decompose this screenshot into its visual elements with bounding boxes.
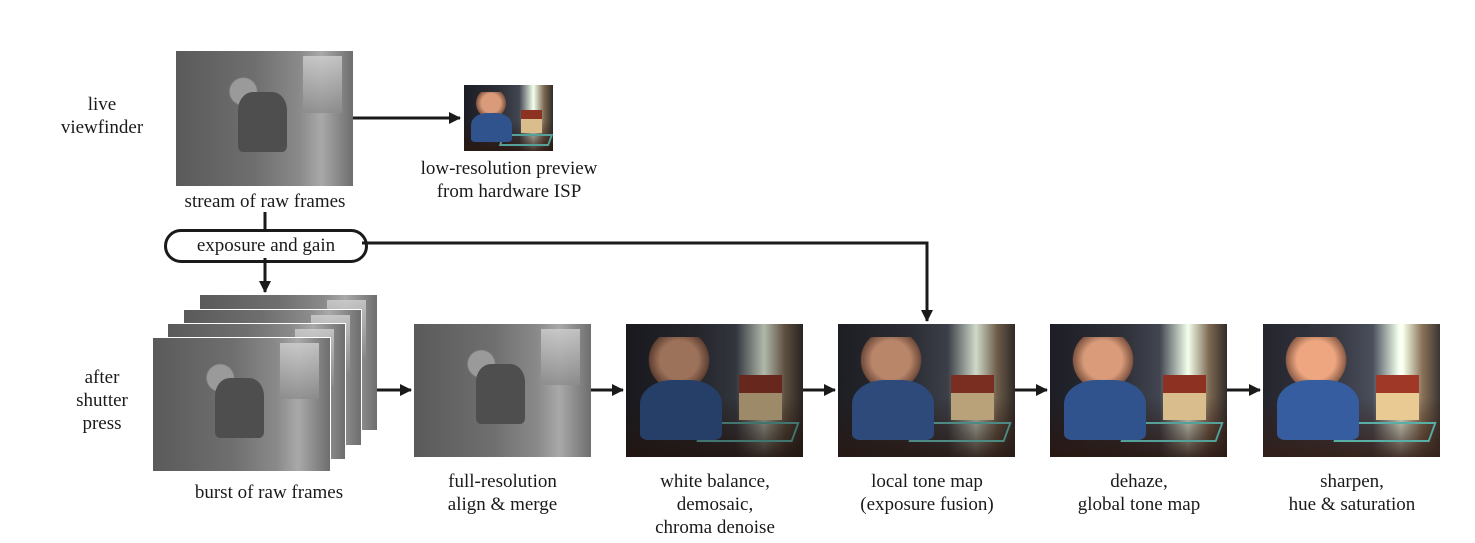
white-balance-house [739, 374, 782, 420]
dehaze-label: dehaze, global tone map [1077, 471, 1201, 515]
burst-label: burst of raw frames [194, 482, 344, 503]
arrow-exposure-to-local-tone [362, 241, 933, 322]
preview-house [520, 110, 543, 133]
sharpen-image [1263, 324, 1440, 457]
burst-frame-1 [153, 338, 330, 471]
preview-label: low-resolution preview from hardware ISP [420, 158, 598, 202]
align-merge-image [414, 324, 591, 457]
align-merge-label: full-resolution align & merge [447, 471, 558, 515]
white-balance-label: white balance, demosaic, chroma denoise [655, 471, 775, 538]
row-label-after-shutter-press: after shutter press [76, 367, 128, 434]
sharpen-label: sharpen, hue & saturation [1288, 471, 1416, 515]
sharpen-house [1376, 374, 1419, 420]
local-tone-map-label: local tone map (exposure fusion) [860, 471, 994, 515]
raw-stream-image [176, 51, 353, 186]
white-balance-image [626, 324, 803, 457]
stream-label: stream of raw frames [184, 191, 346, 212]
local-tone-map-image [838, 324, 1015, 457]
local-tone-house [951, 374, 994, 420]
dehaze-house [1163, 374, 1206, 420]
preview-image [464, 85, 553, 151]
row-label-live-viewfinder: live viewfinder [60, 94, 144, 138]
dehaze-image [1050, 324, 1227, 457]
